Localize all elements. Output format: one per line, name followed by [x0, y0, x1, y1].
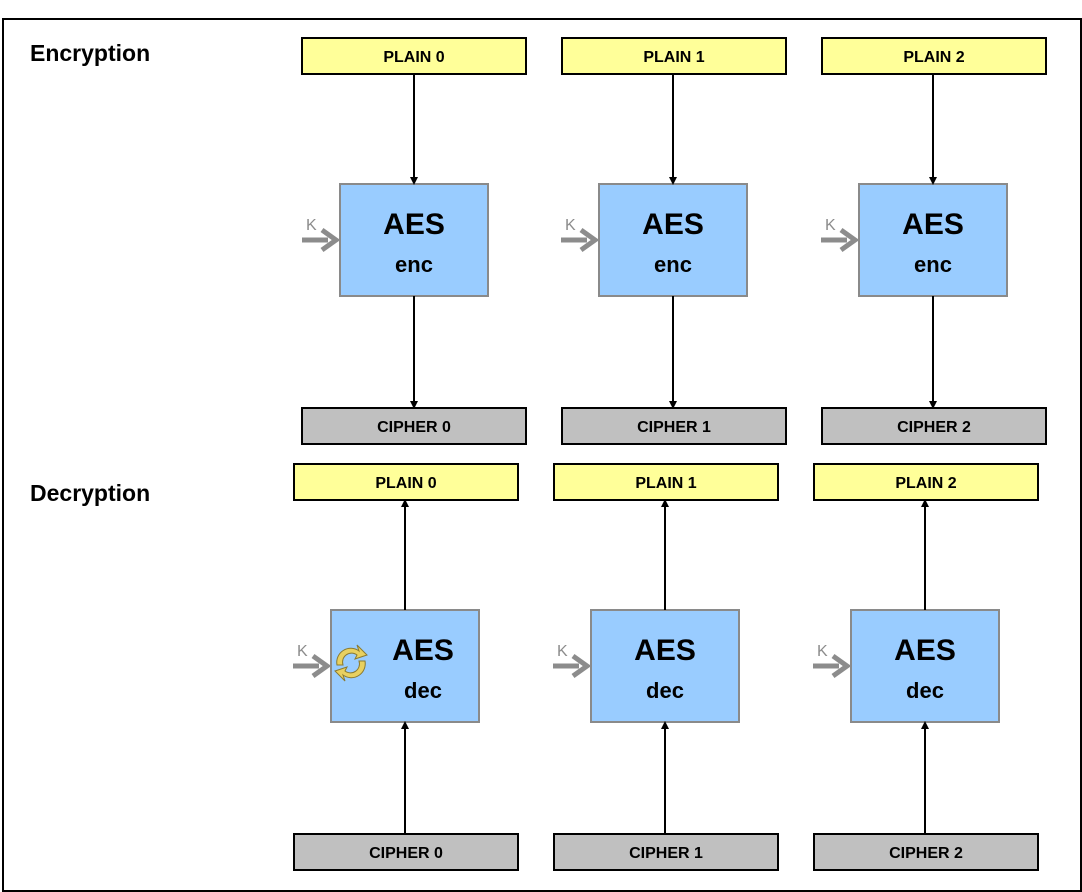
dec-block-1-plain-label: PLAIN 1 [635, 475, 696, 492]
dec-block-2-mode-label: dec [906, 678, 944, 703]
dec-block-0-cipher-label: CIPHER 0 [369, 845, 443, 862]
dec-block-2-cipher-label: CIPHER 2 [889, 845, 963, 862]
dec-block-0-key-label: K [297, 643, 308, 660]
dec-block-2-aes-label: AES [894, 634, 956, 667]
enc-block-0-key-label: K [306, 217, 317, 234]
enc-block-0-key-arrow-head [320, 227, 341, 253]
dec-block-1-cipher-box [553, 833, 779, 871]
swap-arrow-bottom [334, 660, 366, 682]
dec-block-0-mode-label: dec [404, 678, 442, 703]
enc-block-1-cipher-box [561, 407, 787, 445]
enc-block-1-plain-box [561, 37, 787, 75]
dec-block-1-cipher-label: CIPHER 1 [629, 845, 703, 862]
enc-block-1-plain-label: PLAIN 1 [643, 49, 704, 66]
dec-block-2-cipher-box [813, 833, 1039, 871]
enc-block-0-plain-label: PLAIN 0 [383, 49, 444, 66]
diagram-border [2, 18, 1082, 892]
enc-block-2-key-arrow-head [839, 227, 860, 253]
enc-block-1-key-arrow-head [579, 227, 600, 253]
enc-block-2-cipher-label: CIPHER 2 [897, 419, 971, 436]
enc-block-0-mode-label: enc [395, 252, 433, 277]
enc-block-1-aes-box [598, 183, 748, 297]
dec-block-0: PLAIN 0 CIPHER 0 AES dec K [293, 463, 519, 871]
dec-block-1-key-arrow-head [571, 653, 592, 679]
enc-block-0-plain-box [301, 37, 527, 75]
dec-block-2: PLAIN 2 CIPHER 2 AES dec K [813, 463, 1039, 871]
dec-block-1-plain-box [553, 463, 779, 501]
enc-block-2-aes-label: AES [902, 208, 964, 241]
dec-block-2-plain-label: PLAIN 2 [895, 475, 956, 492]
enc-block-0-aes-label: AES [383, 208, 445, 241]
enc-block-0: PLAIN 0 CIPHER 0 AES enc K [301, 37, 527, 445]
enc-block-1-cipher-label: CIPHER 1 [637, 419, 711, 436]
enc-block-2-plain-box [821, 37, 1047, 75]
enc-block-2-mode-label: enc [914, 252, 952, 277]
dec-block-0-plain-box [293, 463, 519, 501]
dec-block-1-key-label: K [557, 643, 568, 660]
enc-block-1-aes-label: AES [642, 208, 704, 241]
dec-block-0-aes-label: AES [392, 634, 454, 667]
dec-block-1: PLAIN 1 CIPHER 1 AES dec K [553, 463, 779, 871]
enc-block-2-plain-label: PLAIN 2 [903, 49, 964, 66]
dec-block-1-aes-label: AES [634, 634, 696, 667]
dec-block-0-key-arrow-head [311, 653, 332, 679]
enc-block-1-mode-label: enc [654, 252, 692, 277]
enc-block-2-aes-box [858, 183, 1008, 297]
decryption-heading: Decryption [30, 480, 151, 506]
dec-block-2-key-arrow-head [831, 653, 852, 679]
decryption-section: PLAIN 0 CIPHER 0 AES dec K PLAIN 1 CIPHER 1 AES… [293, 463, 1039, 871]
enc-block-1-key-label: K [565, 217, 576, 234]
dec-block-0-cipher-box [293, 833, 519, 871]
dec-block-2-plain-box [813, 463, 1039, 501]
enc-block-1: PLAIN 1 CIPHER 1 AES enc K [561, 37, 787, 445]
enc-block-0-cipher-box [301, 407, 527, 445]
enc-block-2: PLAIN 2 CIPHER 2 AES enc K [821, 37, 1047, 445]
dec-block-2-key-label: K [817, 643, 828, 660]
key-swap-icon [334, 644, 368, 682]
enc-block-2-key-label: K [825, 217, 836, 234]
dec-block-0-plain-label: PLAIN 0 [375, 475, 436, 492]
enc-block-0-cipher-label: CIPHER 0 [377, 419, 451, 436]
encryption-heading: Encryption [30, 40, 151, 66]
encryption-section: PLAIN 0 CIPHER 0 AES enc K PLAIN 1 CIPHER 1 AES… [301, 37, 1047, 445]
dec-block-1-mode-label: dec [646, 678, 684, 703]
dec-block-2-aes-box [850, 609, 1000, 723]
dec-block-1-aes-box [590, 609, 740, 723]
swap-arrow-top [336, 644, 368, 666]
